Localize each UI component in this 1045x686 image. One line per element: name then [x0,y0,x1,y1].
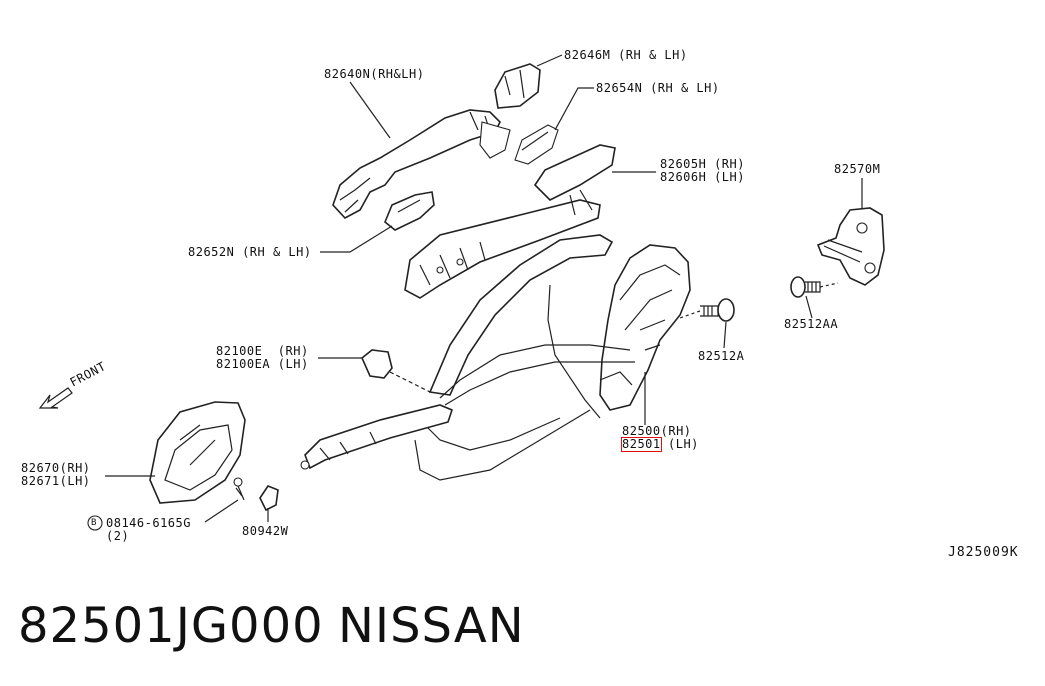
callout-82500: 82500(RH) [622,424,692,438]
footer-part-number: 82501JG000 [18,598,324,654]
diagram-code: J825009K [948,545,1019,560]
callout-82640N: 82640N(RH&LH) [324,67,425,81]
callout-82670: 82670(RH) [21,461,91,475]
callout-82100E: 82100E (RH) [216,344,309,358]
callout-82671: 82671(LH) [21,474,91,488]
bolt-marker-circle [87,515,103,531]
gasket-drawing [514,124,559,165]
inside-handle-drawing [149,401,246,504]
callout-82605H: 82605H (RH) [660,157,745,171]
callout-82606H: 82606H (LH) [660,170,745,184]
footer-brand: NISSAN [338,598,525,654]
striker-screw-drawing [790,276,839,298]
escutcheon-drawing [384,191,435,231]
callout-82570M: 82570M [834,162,881,176]
handle-cap-drawing [494,63,541,109]
front-arrow-icon [38,387,73,409]
lock-cables-drawing [300,234,635,481]
cable-clip-drawing [361,349,431,393]
callout-82501-lh: (LH) [668,437,699,451]
callout-82646M: 82646M (RH & LH) [564,48,688,62]
callout-82100EA: 82100EA (LH) [216,357,309,371]
callout-82512AA: 82512AA [784,317,839,331]
screw-cap-drawing [259,485,279,512]
diagram-drawing [38,54,885,531]
door-lock-drawing [599,244,691,411]
handle-bracket-drawing [404,144,616,299]
striker-drawing [816,207,885,286]
lock-screw-drawing [679,298,735,322]
callout-82512A: 82512A [698,349,745,363]
callout-82654N: 82654N (RH & LH) [596,81,720,95]
leader-lines [105,54,863,523]
callout-82652N: 82652N (RH & LH) [188,245,312,259]
bolt-marker: B [91,518,97,528]
outside-handle-drawing [332,109,511,219]
handle-screw-drawing [233,477,245,501]
callout-80942W: 80942W [242,524,289,538]
callout-08146-qty: (2) [106,529,130,543]
callout-08146: 08146-6165G [106,516,191,530]
callout-82501-highlighted: 82501 [621,437,662,452]
